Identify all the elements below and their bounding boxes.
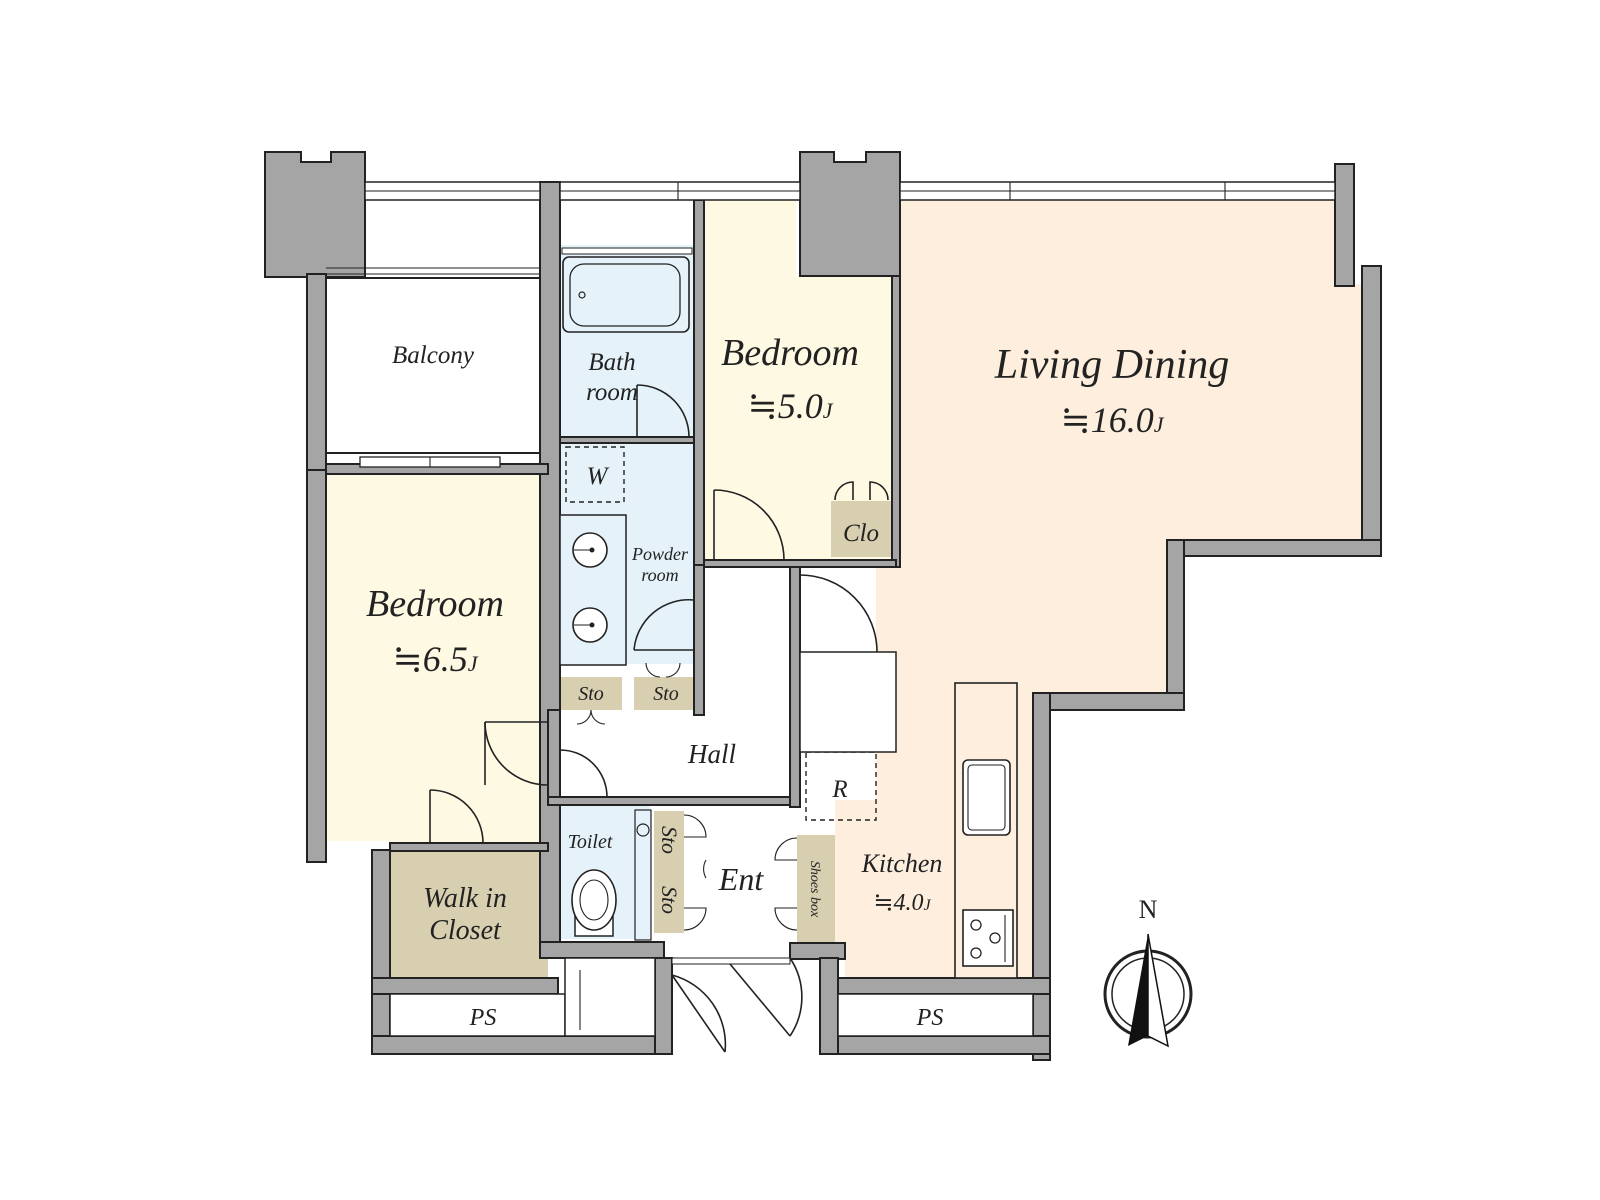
kitchen-sink [962, 759, 1011, 836]
bedroom-north-label: Bedroom [721, 332, 859, 374]
closet-floor [831, 501, 892, 557]
storage-1-label: Sto [578, 683, 604, 705]
wall-hall-west [547, 709, 561, 806]
fixtures [559, 247, 1018, 979]
labels: Balcony Bath room W Powder room Bedroom … [366, 332, 1229, 1031]
wall-mech-south [371, 1035, 673, 1055]
wall-east [1361, 265, 1382, 557]
wall-mech-east [654, 957, 673, 1055]
storage-3-floor [654, 811, 684, 868]
walls [264, 151, 1382, 1061]
powder-room-label-2: room [641, 565, 678, 585]
mechanical [389, 957, 1034, 1037]
wall-south-kitchen [834, 977, 1051, 995]
wall-west-lower [371, 849, 391, 1055]
storage-2-floor [634, 677, 699, 710]
bedroom-north-area: ≒5.0J [748, 386, 834, 426]
wall-east-step-v [1166, 539, 1185, 711]
living-dining-area: ≒16.0J [1061, 400, 1165, 440]
wall-east-lower [1032, 692, 1051, 1061]
bathroom-label-2: room [586, 379, 638, 406]
wall-ps-east-west [819, 957, 839, 1055]
walk-in-closet-label-2: Closet [429, 915, 502, 946]
wall-east-north [1334, 163, 1355, 287]
wall-bed-north-south [703, 559, 897, 568]
wall-west [306, 469, 327, 863]
storage-1-floor [560, 677, 622, 710]
balcony-area [325, 267, 541, 454]
shoes-box-floor [797, 835, 835, 943]
wall-south-wic [371, 977, 559, 995]
pipe-space-east [837, 993, 1034, 1037]
column-northwest [264, 151, 366, 278]
wall-ps-east-south [819, 1035, 1051, 1055]
wall-east-step [1166, 539, 1382, 557]
balcony-label: Balcony [392, 342, 475, 369]
storage-4-floor [654, 868, 684, 933]
bedroom-north-floor [704, 200, 892, 562]
walk-in-closet-floor [390, 851, 548, 978]
toilet-label: Toilet [568, 831, 613, 853]
pipe-space-west-label: PS [469, 1005, 497, 1031]
wall-west-upper [306, 273, 327, 475]
windows [359, 181, 1336, 468]
wall-south-entry-east [789, 942, 846, 960]
wall-bath-powder [559, 436, 695, 444]
refrigerator-label: R [831, 776, 847, 803]
pipe-space-west [389, 993, 566, 1037]
storage-3-label: Sto [657, 826, 682, 854]
storage-2-label: Sto [653, 683, 679, 705]
doors [429, 384, 889, 1053]
bathtub-basin [569, 263, 681, 327]
toilet-bowl [571, 869, 617, 931]
wall-bath-divider [539, 181, 561, 943]
wall-south-entry [539, 941, 665, 959]
pipe-space-east-label: PS [916, 1005, 944, 1031]
washer-space [565, 446, 625, 503]
hall-label: Hall [687, 739, 736, 769]
bathroom-label: Bath [588, 349, 635, 376]
hall-niche [799, 651, 897, 753]
wall-powder-hall [693, 564, 705, 716]
compass-north-label: N [1139, 895, 1158, 924]
living-dining-label: Living Dining [994, 342, 1230, 388]
wall-toilet-north [547, 796, 791, 806]
storage-4-label: Sto [657, 886, 682, 914]
bedroom-west-label: Bedroom [366, 583, 504, 625]
powder-room-label: Powder [631, 544, 689, 564]
shoes-box-label: Shoes box [807, 861, 822, 918]
wall-hall-east [789, 566, 801, 808]
balcony-floor [325, 277, 541, 454]
north-compass-icon: N [1103, 895, 1193, 1048]
wall-wic-north [389, 842, 549, 852]
washer-label: W [587, 463, 610, 490]
kitchen-area: ≒4.0J [873, 890, 931, 916]
wall-bed-north-west [693, 199, 705, 566]
wall-east-step-2 [1032, 692, 1185, 711]
wall-bed-north-east [891, 275, 901, 568]
bedroom-west-area: ≒6.5J [393, 639, 479, 679]
refrigerator-space [805, 751, 877, 821]
column-north-center [799, 151, 901, 277]
entrance-label: Ent [718, 861, 765, 897]
closet-label: Clo [843, 520, 879, 547]
kitchen-label: Kitchen [861, 849, 943, 878]
walk-in-closet-label: Walk in [423, 883, 507, 914]
